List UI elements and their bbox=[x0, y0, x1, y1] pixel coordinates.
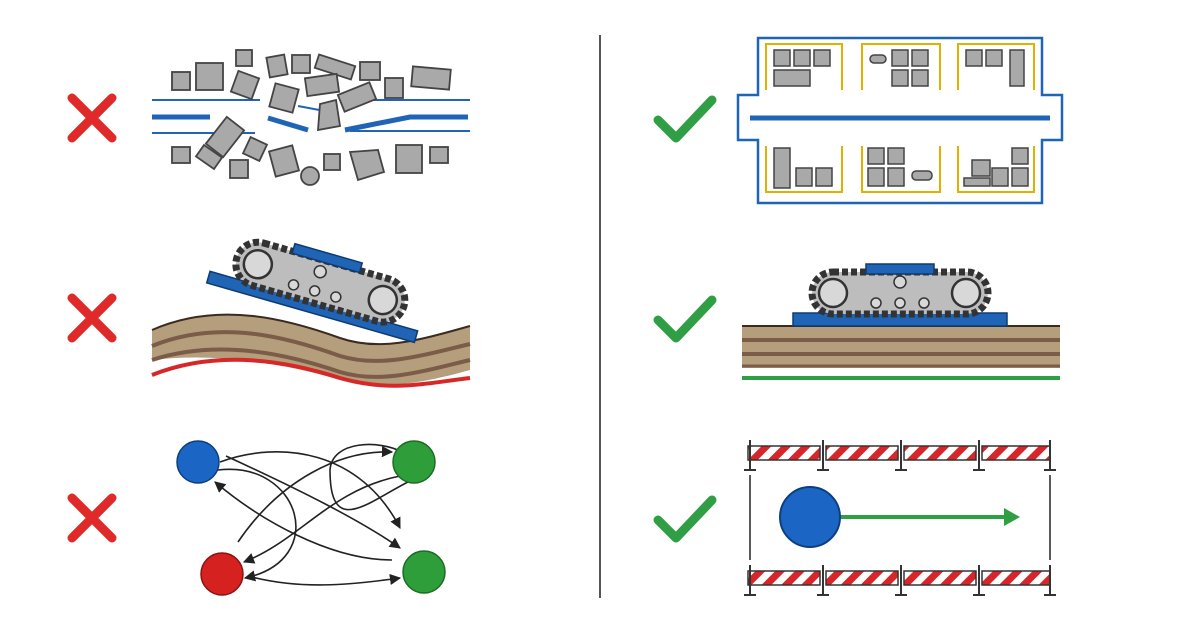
row-site-organization-wrong bbox=[67, 49, 470, 186]
row-traffic-flow-right bbox=[653, 440, 1056, 596]
row-crane-ground-right bbox=[653, 263, 1060, 380]
red-node bbox=[200, 552, 244, 596]
green-node bbox=[402, 550, 446, 594]
cross-icon bbox=[67, 493, 117, 543]
cross-icon bbox=[67, 293, 117, 343]
organized-storage-zones bbox=[736, 36, 1064, 205]
disorganized-materials bbox=[152, 49, 470, 186]
crawler-on-uneven-ground bbox=[151, 238, 471, 388]
check-icon bbox=[653, 295, 717, 343]
check-icon bbox=[653, 95, 717, 143]
cross-icon bbox=[67, 93, 117, 143]
bottom-barrier bbox=[744, 565, 1056, 596]
blue-node bbox=[176, 440, 220, 484]
row-traffic-flow-wrong bbox=[67, 440, 446, 596]
row-crane-ground-wrong bbox=[67, 238, 471, 388]
crawler-on-level-ground bbox=[742, 263, 1060, 380]
green-node bbox=[392, 440, 436, 484]
row-site-organization-right bbox=[653, 36, 1064, 205]
check-icon bbox=[653, 495, 717, 543]
crossing-paths bbox=[214, 443, 413, 586]
top-barrier bbox=[744, 440, 1056, 471]
blue-node bbox=[779, 486, 841, 548]
barricaded-one-way-path bbox=[744, 440, 1056, 596]
